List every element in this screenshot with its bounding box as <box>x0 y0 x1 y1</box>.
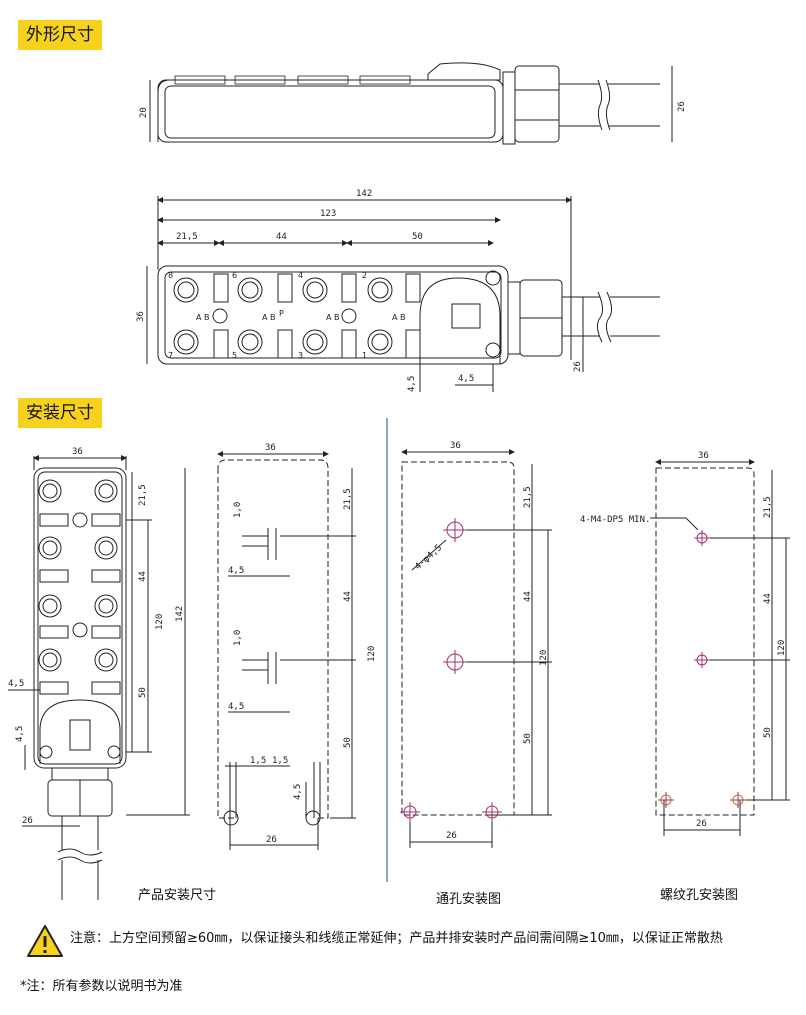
svg-text:A: A <box>196 313 202 322</box>
dim-r-36: 36 <box>698 451 709 461</box>
top-view-ports <box>173 273 421 359</box>
dim-t-215: 21,5 <box>523 486 533 508</box>
dim-hole-b: 4,5 <box>458 374 474 384</box>
dim-s-45b: 4,5 <box>228 702 244 712</box>
dim-t-44: 44 <box>523 591 533 602</box>
dim-t-hole: 4-φ4,5 <box>413 543 444 572</box>
dim-cable-h: 26 <box>573 361 583 372</box>
svg-text:B: B <box>204 313 210 322</box>
dim-t-26: 26 <box>446 831 457 841</box>
dim-top-total: 142 <box>356 189 372 199</box>
svg-text:6: 6 <box>232 271 237 280</box>
dim-t-36: 36 <box>450 441 461 451</box>
dim-s-10b: 1,0 <box>233 630 243 646</box>
dim-s-45a: 4,5 <box>228 566 244 576</box>
mounting-dimensions-heading: 安装尺寸 <box>18 398 102 428</box>
svg-text:B: B <box>270 313 276 322</box>
dim-s-45c: 4,5 <box>293 784 303 800</box>
caption-through-hole: 通孔安装图 <box>436 892 502 907</box>
dim-v-26: 26 <box>22 816 33 826</box>
dim-seg-c: 50 <box>412 232 423 242</box>
threaded-hole-view <box>650 459 790 836</box>
footnote: *注：所有参数以说明书为准 <box>20 979 183 994</box>
through-holes <box>400 518 502 822</box>
dim-r-44: 44 <box>763 593 773 604</box>
svg-text:1: 1 <box>362 351 367 360</box>
dim-v-44: 44 <box>138 571 148 582</box>
dim-s-15b: 1,5 <box>272 756 288 766</box>
dim-r-215: 21,5 <box>763 496 773 518</box>
dim-side-cable: 26 <box>677 101 687 112</box>
dim-r-50: 50 <box>763 727 773 738</box>
dim-s-10a: 1,0 <box>233 502 243 518</box>
dim-hole-a: 4,5 <box>407 376 417 392</box>
svg-text:4: 4 <box>298 271 303 280</box>
svg-text:A: A <box>326 313 332 322</box>
dim-s-215: 21,5 <box>343 488 353 510</box>
dim-seg-a: 21,5 <box>176 232 198 242</box>
svg-text:7: 7 <box>168 351 173 360</box>
dim-side-height: 20 <box>139 107 149 118</box>
svg-text:8: 8 <box>168 271 173 280</box>
side-mount-view <box>217 451 356 850</box>
svg-text:5: 5 <box>232 351 237 360</box>
dim-seg-b: 44 <box>276 232 287 242</box>
dim-v-45b: 4,5 <box>15 726 25 742</box>
dim-v-50: 50 <box>138 687 148 698</box>
dim-v-21: 21,5 <box>138 484 148 506</box>
dim-r-thread: 4-M4-DP5 MIN. <box>580 515 650 525</box>
warning-triangle-icon <box>27 925 63 957</box>
dim-width: 36 <box>136 311 146 322</box>
dim-t-120: 120 <box>539 650 549 666</box>
dim-v-45a: 4,5 <box>8 679 24 689</box>
dim-s-36: 36 <box>265 443 276 453</box>
svg-text:B: B <box>400 313 406 322</box>
threaded-holes <box>658 530 746 808</box>
svg-text:B: B <box>334 313 340 322</box>
top-view <box>146 196 660 392</box>
dim-s-120: 120 <box>367 646 377 662</box>
through-hole-view <box>401 449 552 848</box>
warning-note: 注意：上方空间预留≥60㎜，以保证接头和线缆正常延伸；产品并排安装时产品间需间隔… <box>70 931 723 946</box>
vertical-product-view <box>8 455 190 900</box>
dim-r-120: 120 <box>777 640 787 656</box>
svg-text:A: A <box>262 313 268 322</box>
dim-v-width: 36 <box>72 447 83 457</box>
svg-text:A: A <box>392 313 398 322</box>
dim-r-26: 26 <box>696 819 707 829</box>
svg-text:2: 2 <box>362 271 367 280</box>
dim-s-44: 44 <box>343 591 353 602</box>
caption-threaded-hole: 螺纹孔安装图 <box>660 888 739 903</box>
svg-text:P: P <box>279 309 284 318</box>
dim-top-inner: 123 <box>320 209 336 219</box>
side-view <box>149 62 673 145</box>
dim-s-26: 26 <box>266 835 277 845</box>
svg-text:3: 3 <box>298 351 303 360</box>
dim-s-15a: 1,5 <box>250 756 266 766</box>
caption-product: 产品安装尺寸 <box>138 888 217 903</box>
outline-dimensions-heading: 外形尺寸 <box>18 20 102 50</box>
dim-v-120: 120 <box>155 614 165 630</box>
dim-t-50: 50 <box>523 733 533 744</box>
dim-s-50: 50 <box>343 737 353 748</box>
dim-v-142: 142 <box>175 606 185 622</box>
